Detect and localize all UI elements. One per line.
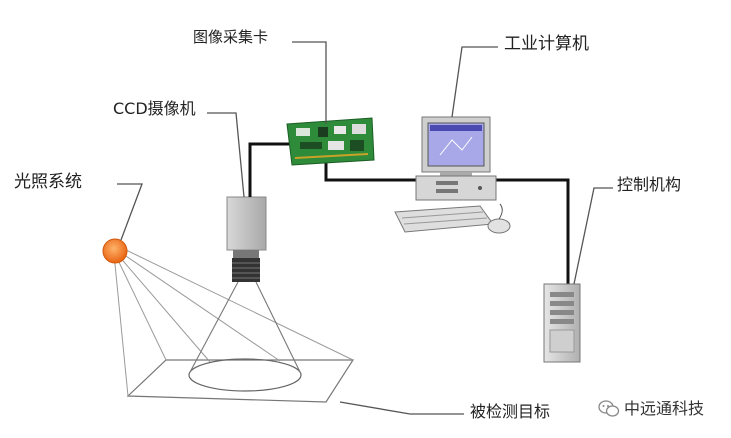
light-rays bbox=[113, 248, 354, 397]
light-source-icon bbox=[102, 238, 128, 264]
industrial-computer-label: 工业计算机 bbox=[504, 34, 589, 54]
watermark-text: 中远通科技 bbox=[624, 399, 705, 418]
ccd-camera-label: CCD摄像机 bbox=[113, 99, 196, 118]
control-mechanism-icon bbox=[543, 283, 581, 363]
capture-card-icon bbox=[286, 117, 375, 166]
lighting-system-label: 光照系统 bbox=[14, 172, 82, 192]
inspected-target-label: 被检测目标 bbox=[470, 402, 551, 421]
control-mechanism-label: 控制机构 bbox=[617, 175, 682, 194]
wechat-icon bbox=[598, 400, 620, 417]
industrial-computer-icon bbox=[394, 116, 511, 234]
inspection-plane bbox=[126, 358, 355, 403]
ccd-camera-icon bbox=[226, 196, 267, 282]
capture-card-label: 图像采集卡 bbox=[193, 28, 269, 46]
cables bbox=[248, 142, 570, 284]
leader-lines bbox=[117, 41, 613, 415]
camera-view-cone bbox=[188, 281, 302, 375]
